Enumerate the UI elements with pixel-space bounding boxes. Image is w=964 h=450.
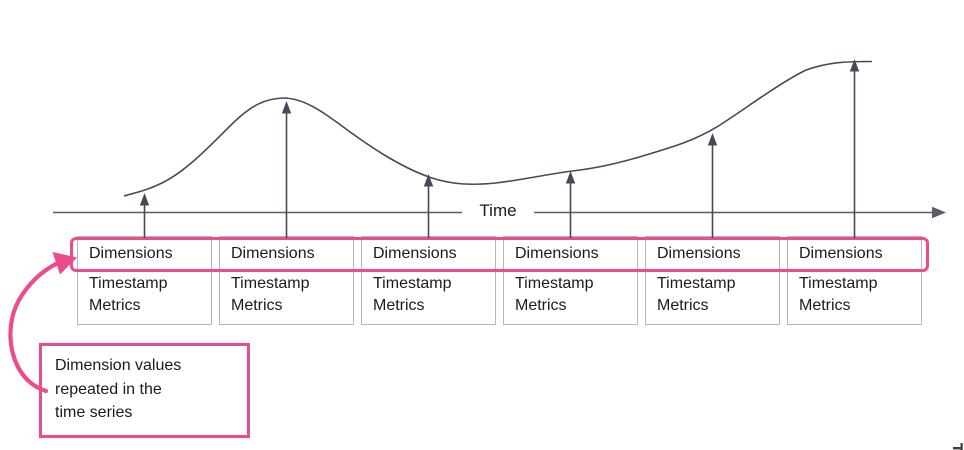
record-2-dimensions-label: Dimensions <box>231 244 315 262</box>
callout-box: Dimension values repeated in the time se… <box>39 343 250 438</box>
record-1-timestamp-label: Timestamp <box>89 275 168 292</box>
value-arrowheads <box>139 59 860 206</box>
value-arrow-2-head-icon <box>281 101 292 114</box>
record-box-6: Dimensions Timestamp Metrics <box>787 236 922 325</box>
record-1-dimensions-label: Dimensions <box>89 244 173 262</box>
dimensions-highlight-band <box>70 237 929 272</box>
value-arrow-3-head-icon <box>423 174 434 187</box>
record-4-dimensions-label: Dimensions <box>515 244 599 262</box>
record-3-timestamp-label: Timestamp <box>373 275 452 292</box>
value-arrow-4-head-icon <box>565 171 576 184</box>
time-axis-label: Time <box>479 201 517 220</box>
record-6-metrics-label: Metrics <box>799 297 851 314</box>
time-axis-arrowhead-icon <box>932 206 946 219</box>
record-box-2: Dimensions Timestamp Metrics <box>219 236 354 325</box>
callout-line-3: time series <box>55 404 133 421</box>
record-3-metrics-label: Metrics <box>373 297 425 314</box>
value-arrow-1-head-icon <box>139 193 150 206</box>
record-box-5: Dimensions Timestamp Metrics <box>645 236 780 325</box>
record-2-timestamp-label: Timestamp <box>231 275 310 292</box>
record-6-dimensions-label: Dimensions <box>799 244 883 262</box>
record-box-1: Dimensions Timestamp Metrics <box>77 236 212 325</box>
record-box-4: Dimensions Timestamp Metrics <box>503 236 638 325</box>
value-arrow-5-head-icon <box>707 133 718 146</box>
record-2-metrics-label: Metrics <box>231 297 283 314</box>
value-arrow-6-head-icon <box>849 59 860 72</box>
record-6-timestamp-label: Timestamp <box>799 275 878 292</box>
curve-line <box>123 60 873 197</box>
record-4-metrics-label: Metrics <box>515 297 567 314</box>
record-5-metrics-label: Metrics <box>657 297 709 314</box>
record-3-dimensions-label: Dimensions <box>373 244 457 262</box>
record-5-dimensions-label: Dimensions <box>657 244 741 262</box>
cropped-edge-artifact <box>953 443 963 450</box>
record-5-timestamp-label: Timestamp <box>657 275 736 292</box>
callout-line-1: Dimension values <box>55 357 182 374</box>
record-1-metrics-label: Metrics <box>89 297 141 314</box>
callout-line-2: repeated in the <box>55 380 162 398</box>
record-4-timestamp-label: Timestamp <box>515 275 594 292</box>
